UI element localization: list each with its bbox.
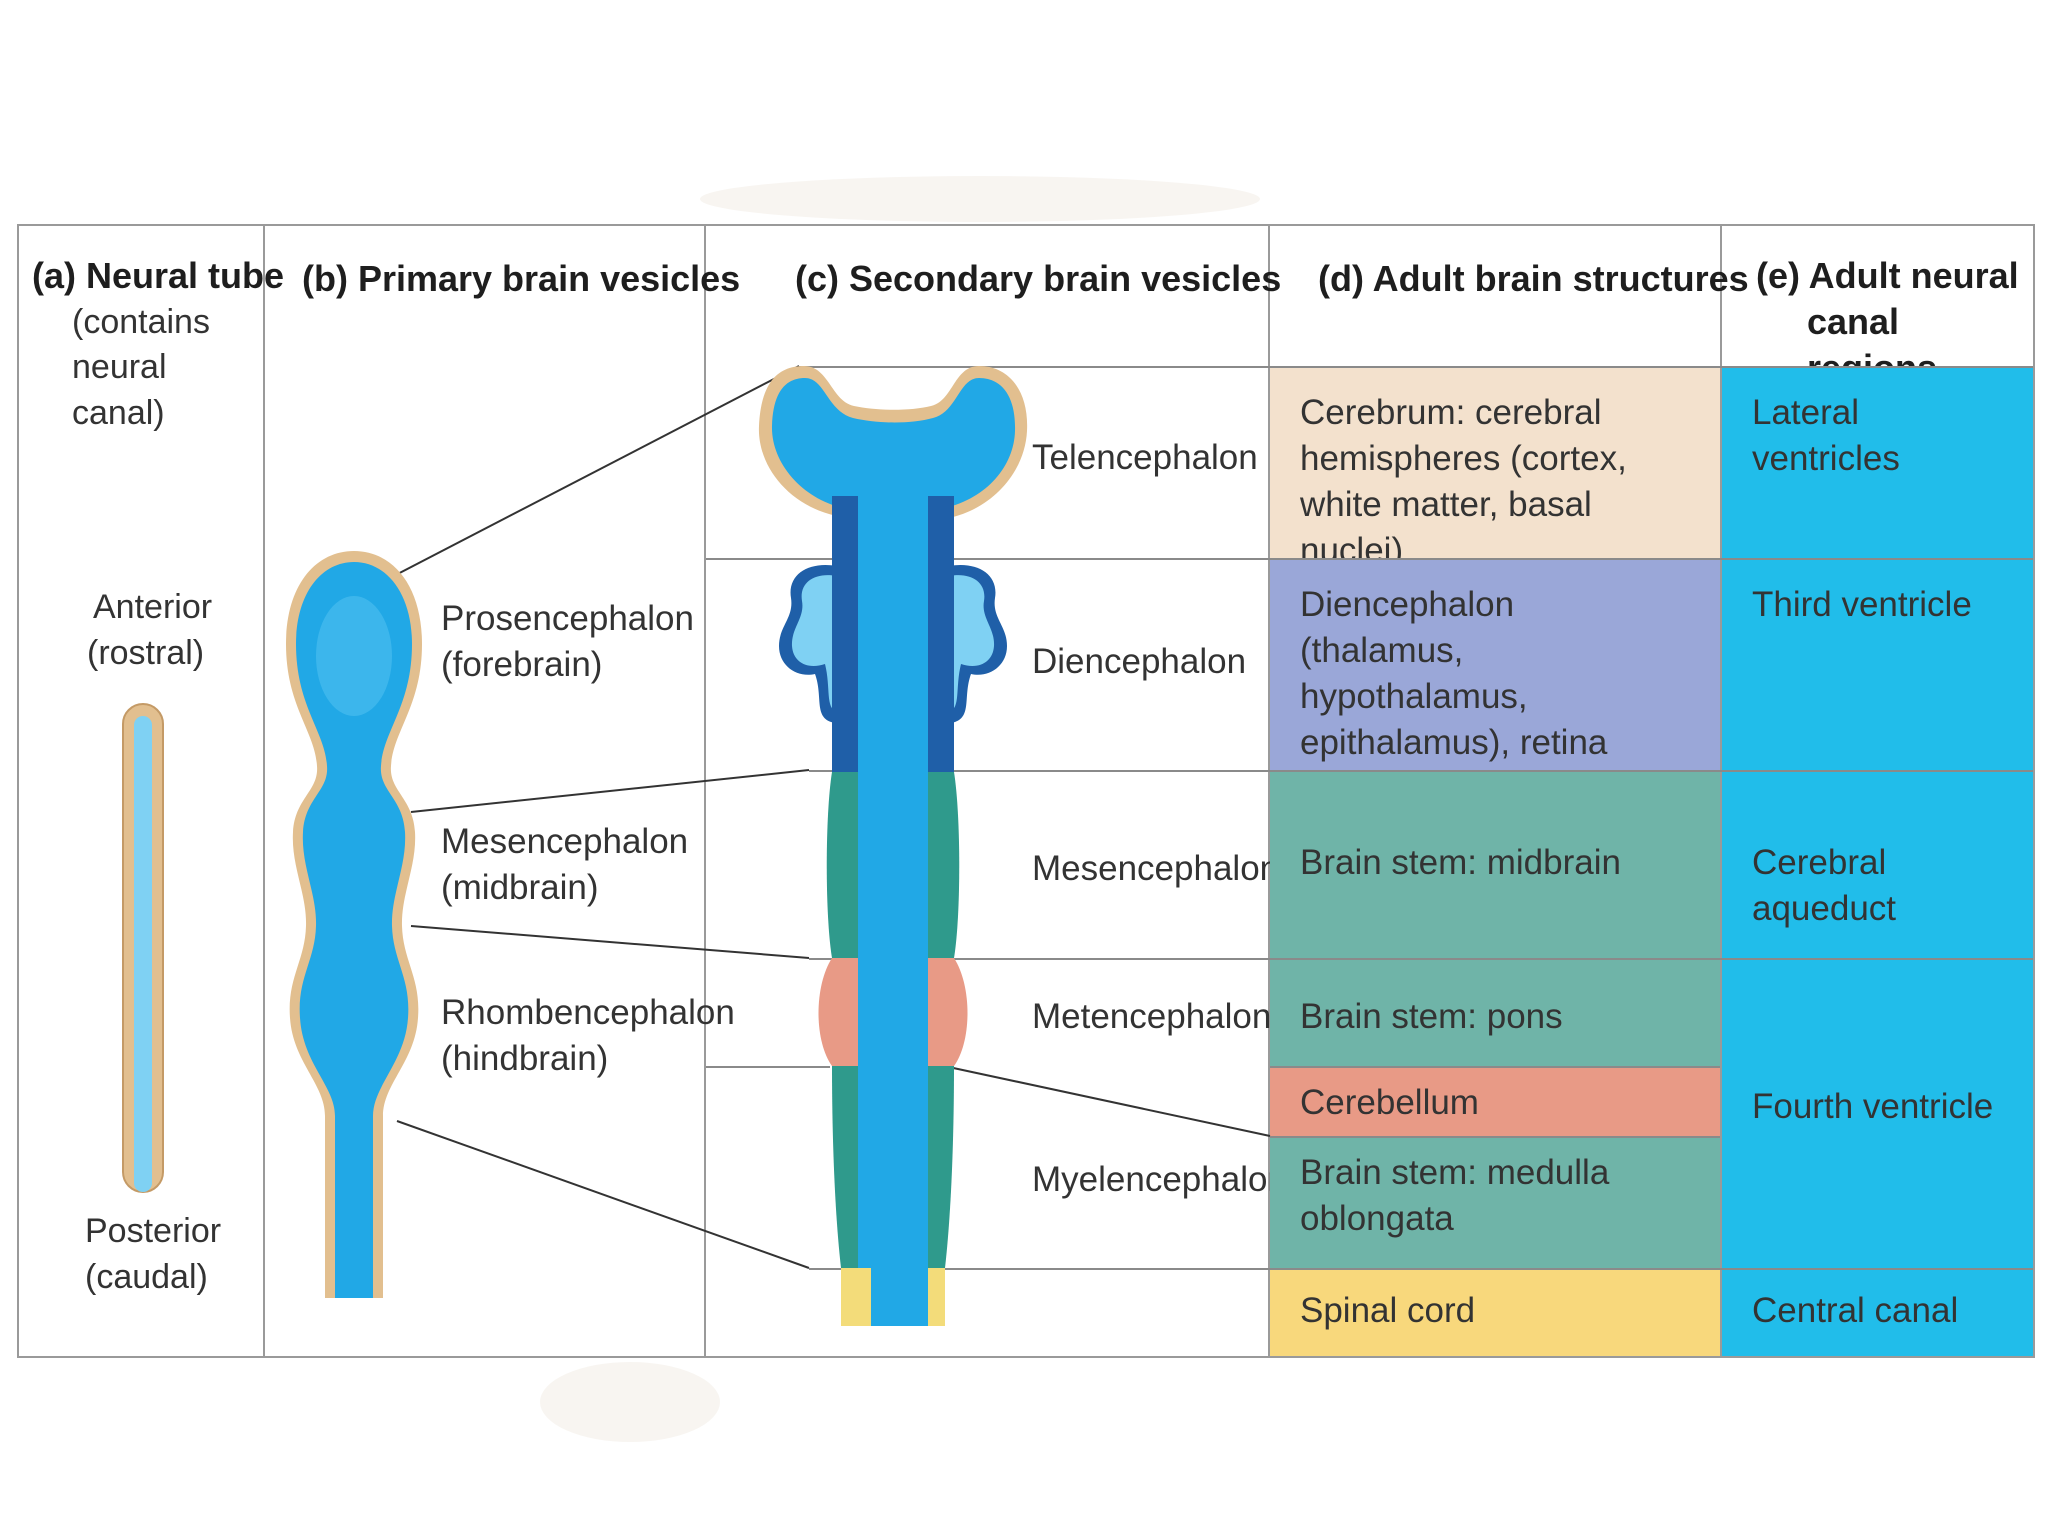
column-divider xyxy=(263,226,265,1356)
prosencephalon-label: Prosencephalon xyxy=(441,599,694,638)
anterior-label: Anterior xyxy=(93,588,213,626)
medulla-text: Brain stem: medulla xyxy=(1300,1153,1610,1192)
header-secondary-vesicles: (c) Secondary brain vesicles xyxy=(795,258,1282,299)
central-canal-text: Central canal xyxy=(1752,1291,1959,1330)
metencephalon-label: Metencephalon xyxy=(1032,997,1272,1036)
row-divider xyxy=(1270,1066,1720,1068)
posterior-label: Posterior xyxy=(85,1212,222,1250)
cerebrum-text: hemispheres (cortex, xyxy=(1300,439,1627,478)
medulla-cell: Brain stem: medulla oblongata xyxy=(1270,1138,1720,1268)
mesencephalon-secondary-label: Mesencephalon xyxy=(1032,849,1280,888)
cerebellum-text: Cerebellum xyxy=(1300,1083,1479,1122)
header-neural-tube: (a) Neural tube xyxy=(32,255,285,296)
lateral-ventricles-text: Lateral ventricles xyxy=(1752,393,1900,478)
mesencephalon-primary-label: (midbrain) xyxy=(441,868,599,907)
background-watermark-top xyxy=(700,176,1260,222)
cerebral-aqueduct-text: Cerebral aqueduct xyxy=(1752,843,1897,928)
telencephalon-label: Telencephalon xyxy=(1032,438,1258,477)
rhombencephalon-label: Rhombencephalon xyxy=(441,993,735,1032)
pons-cell: Brain stem: pons xyxy=(1270,960,1720,1066)
fourth-ventricle-text: Fourth ventricle xyxy=(1752,1087,1994,1126)
diencephalon-cell: Diencephalon (thalamus, hypothalamus, ep… xyxy=(1270,560,1720,770)
neural-tube-drawing xyxy=(122,703,164,1193)
prosencephalon-label: (forebrain) xyxy=(441,645,603,684)
row-divider xyxy=(809,770,2033,772)
primary-vesicles-drawing xyxy=(286,551,422,1298)
brain-development-figure: (a) Neural tube (contains neural canal) … xyxy=(17,224,2035,1358)
cerebrum-cell: Cerebrum: cerebral hemispheres (cortex, … xyxy=(1270,368,1720,570)
posterior-label: (caudal) xyxy=(85,1258,208,1296)
midbrain-cell: Brain stem: midbrain xyxy=(1270,772,1720,958)
cerebrum-text: white matter, basal nuclei) xyxy=(1300,485,1592,570)
pons-text: Brain stem: pons xyxy=(1300,997,1563,1036)
column-divider xyxy=(704,226,706,1356)
midbrain-text: Brain stem: midbrain xyxy=(1300,843,1621,882)
medulla-text: oblongata xyxy=(1300,1199,1454,1238)
diencephalon-text: Diencephalon xyxy=(1300,585,1515,624)
header-neural-tube-note: neural xyxy=(72,348,167,386)
diencephalon-text: (thalamus, hypothalamus, xyxy=(1300,631,1528,716)
connector-lines xyxy=(358,365,1271,1269)
spinal-cord-cell: Spinal cord xyxy=(1270,1270,1720,1356)
fourth-ventricle-cell: Fourth ventricle xyxy=(1722,960,2033,1268)
anterior-label: (rostral) xyxy=(87,634,205,672)
row-divider xyxy=(809,1268,2033,1270)
third-ventricle-cell: Third ventricle xyxy=(1722,560,2033,770)
diencephalon-text: epithalamus), retina xyxy=(1300,723,1608,762)
row-divider xyxy=(706,1066,830,1068)
cerebrum-text: Cerebrum: cerebral xyxy=(1300,393,1602,432)
header-canal-regions: (e) Adult neural xyxy=(1756,255,2019,296)
rhombencephalon-label: (hindbrain) xyxy=(441,1039,609,1078)
mesencephalon-primary-label: Mesencephalon xyxy=(441,822,689,861)
background-watermark-bottom xyxy=(540,1362,720,1442)
row-divider xyxy=(1270,1136,1720,1138)
column-divider xyxy=(1268,226,1270,1356)
third-ventricle-text: Third ventricle xyxy=(1752,585,1972,624)
cerebellum-cell: Cerebellum xyxy=(1270,1068,1720,1136)
lateral-ventricles-cell: Lateral ventricles xyxy=(1722,368,2033,558)
row-divider xyxy=(706,558,2033,560)
header-neural-tube-note: canal) xyxy=(72,394,165,432)
central-canal-cell: Central canal xyxy=(1722,1270,2033,1356)
vesicle-illustrations xyxy=(122,365,1271,1326)
header-primary-vesicles: (b) Primary brain vesicles xyxy=(302,258,741,299)
diencephalon-label: Diencephalon xyxy=(1032,642,1247,681)
column-divider xyxy=(1720,226,1722,1356)
spinal-cord-text: Spinal cord xyxy=(1300,1291,1476,1330)
myelencephalon-label: Myelencephalon xyxy=(1032,1160,1287,1199)
cerebral-aqueduct-cell: Cerebral aqueduct xyxy=(1722,772,2033,958)
row-divider xyxy=(809,958,2033,960)
row-divider xyxy=(799,366,2033,368)
secondary-vesicles-drawing xyxy=(758,366,1028,1326)
header-adult-structures: (d) Adult brain structures xyxy=(1318,258,1749,299)
header-neural-tube-note: (contains xyxy=(72,303,210,341)
